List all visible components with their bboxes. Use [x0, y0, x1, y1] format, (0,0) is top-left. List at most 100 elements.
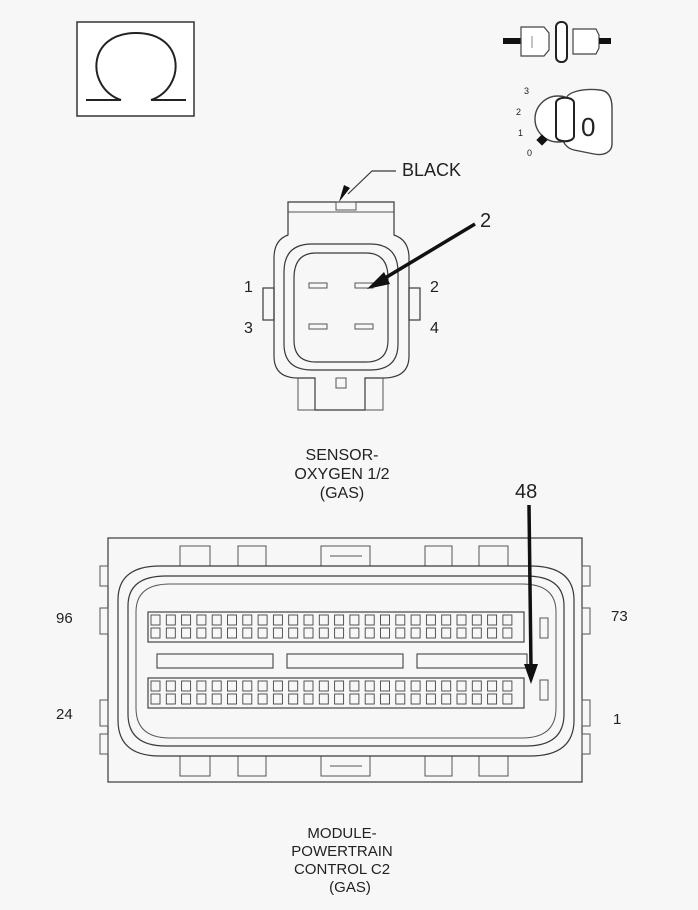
pcm-cavity: [471, 614, 482, 626]
key-mark-0: 0: [527, 148, 532, 158]
pcm-cavity: [181, 627, 192, 639]
sensor-caption-line-2: OXYGEN 1/2: [294, 466, 389, 483]
pcm-cavity: [242, 693, 253, 705]
pcm-cavity: [487, 680, 498, 692]
pcm-cavity: [303, 680, 314, 692]
pcm-cavity: [349, 693, 360, 705]
connector-color-label: BLACK: [402, 160, 461, 180]
pcm-cavity: [334, 627, 345, 639]
pcm-pointer-arrowhead: [524, 664, 538, 684]
pcm-cavity: [227, 693, 237, 705]
pcm-pointer-pin: 48: [515, 481, 537, 503]
pcm-cavity: [425, 693, 436, 705]
pcm-cavity: [334, 693, 345, 705]
pcm-cavity: [318, 693, 329, 705]
pcm-cavity: [456, 614, 467, 626]
pcm-cavity: [441, 627, 452, 639]
pcm-cavity: [487, 693, 498, 705]
pcm-cavity: [395, 680, 406, 692]
pcm-cavity: [227, 680, 237, 692]
pcm-cavity: [441, 614, 452, 626]
pcm-cavity: [150, 680, 161, 692]
pcm-cavity: [410, 693, 421, 705]
pcm-pointer-line: [527, 504, 533, 669]
pcm-cavity: [181, 614, 192, 626]
pcm-cavity: [181, 693, 192, 705]
pcm-cavity: [272, 614, 283, 626]
pcm-cavity: [318, 614, 329, 626]
pcm-cavity: [487, 627, 498, 639]
pcm-cavity: [150, 614, 161, 626]
pcm-upper-cavity-block: [147, 611, 525, 643]
pcm-cavity: [425, 680, 436, 692]
pcm-cavity: [211, 680, 222, 692]
pcm-cavity: [364, 693, 375, 705]
pcm-cavity: [150, 627, 161, 639]
pcm-cavity: [150, 693, 161, 705]
pcm-cavity: [395, 693, 406, 705]
pcm-cavity: [242, 627, 253, 639]
pcm-cavity: [380, 693, 390, 705]
pcm-cavity: [165, 693, 176, 705]
sensor-pointer-arrowhead: [367, 272, 390, 289]
disconnect-icon: [503, 21, 611, 63]
pcm-cavity: [211, 693, 222, 705]
pcm-cavity: [303, 693, 314, 705]
pcm-cavity: [349, 680, 360, 692]
key-mark-2: 2: [516, 107, 521, 117]
pcm-cavity: [318, 627, 329, 639]
pcm-cavity: [272, 680, 283, 692]
pcm-cavity: [288, 693, 299, 705]
pcm-c2-connector: 96 24 73 1 48: [56, 481, 628, 783]
pcm-cavity: [380, 680, 390, 692]
sensor-pin-label-1: 1: [244, 279, 253, 296]
pcm-cavity: [257, 693, 268, 705]
sensor-caption-line-1: SENSOR-: [306, 447, 379, 464]
oxygen-sensor-connector: BLACK 1 3 2 4 2: [244, 160, 491, 411]
pcm-cavity: [456, 680, 467, 692]
sensor-caption-line-3: (GAS): [320, 485, 364, 502]
sensor-pointer-line: [379, 222, 476, 283]
key-mark-1: 1: [518, 128, 523, 138]
pcm-cavity: [288, 627, 299, 639]
pcm-center-slot: [156, 653, 274, 669]
pcm-cavity: [380, 614, 390, 626]
sensor-pointer-pin: 2: [480, 210, 491, 232]
pcm-cavity: [196, 614, 207, 626]
pcm-cavity: [380, 627, 390, 639]
pcm-lower-cavity-block: [147, 677, 525, 709]
key-position-selected: 0: [581, 112, 595, 142]
pcm-cavity: [257, 680, 268, 692]
pcm-cavity: [227, 627, 237, 639]
pcm-cavity: [349, 614, 360, 626]
pcm-cavity: [303, 614, 314, 626]
pcm-cavity: [471, 680, 482, 692]
pcm-cavity: [165, 614, 176, 626]
ignition-key-icon: 3 2 1 0 0: [516, 86, 613, 158]
ohmmeter-icon: [76, 21, 195, 117]
pcm-cavity: [196, 693, 207, 705]
module-caption-line-3: CONTROL C2: [294, 861, 390, 878]
pcm-cavity: [502, 614, 513, 626]
pcm-cavity: [364, 614, 375, 626]
pcm-pin-label-96: 96: [56, 610, 73, 627]
pcm-cavity: [288, 614, 299, 626]
pcm-cavity: [257, 627, 268, 639]
sensor-pin-label-3: 3: [244, 320, 253, 337]
module-caption: MODULE- POWERTRAIN CONTROL C2 (GAS): [291, 825, 392, 896]
pcm-cavity: [502, 680, 513, 692]
pcm-cavity: [272, 627, 283, 639]
pcm-cavity: [364, 680, 375, 692]
color-leader-arrowhead: [339, 185, 350, 202]
sensor-cavity-3: [308, 323, 328, 330]
pcm-cavity: [242, 614, 253, 626]
pcm-cavity: [196, 680, 207, 692]
module-caption-line-1: MODULE-: [307, 825, 376, 842]
pcm-cavity: [242, 680, 253, 692]
color-leader-line: [347, 170, 396, 195]
pcm-cavity: [502, 693, 513, 705]
module-caption-line-4: (GAS): [329, 879, 371, 896]
pcm-pin-label-1: 1: [613, 711, 621, 728]
key-mark-3: 3: [524, 86, 529, 96]
pcm-cavity: [425, 627, 436, 639]
